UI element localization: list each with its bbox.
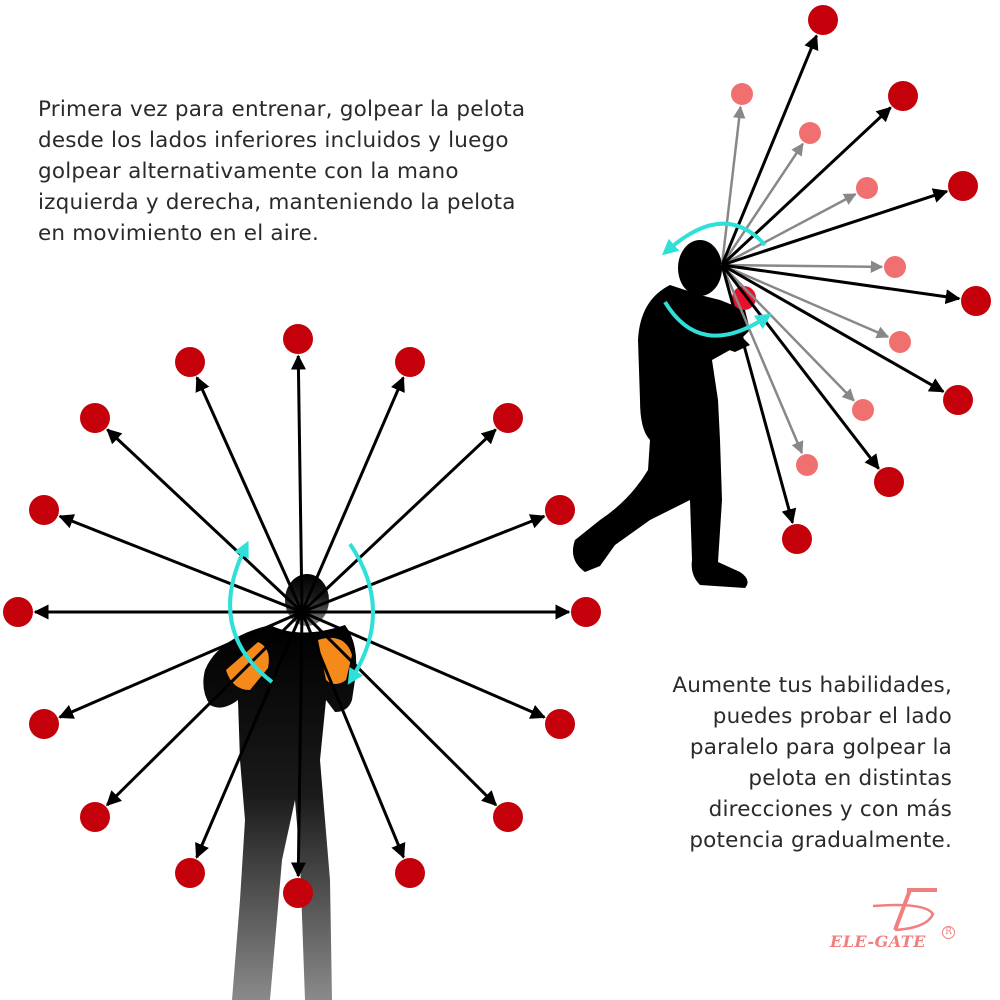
ball-target bbox=[874, 467, 904, 497]
rotation-arrow-icon bbox=[663, 300, 772, 338]
instruction-text-beginner: Primera vez para entrenar, golpear la pe… bbox=[38, 94, 525, 249]
text-line: direcciones y con más bbox=[708, 797, 952, 822]
ball-target bbox=[545, 495, 575, 525]
direction-arrow bbox=[721, 263, 890, 339]
rotation-arrow-icon bbox=[661, 221, 767, 256]
ball-target bbox=[493, 403, 523, 433]
direction-arrow bbox=[195, 611, 304, 859]
ball-target bbox=[395, 347, 425, 377]
direction-arrow bbox=[300, 376, 405, 613]
direction-arrow bbox=[290, 611, 306, 878]
ball-target bbox=[493, 802, 523, 832]
direction-arrow bbox=[720, 105, 746, 266]
direction-arrow bbox=[721, 260, 884, 273]
rotation-arrow-icon bbox=[347, 542, 375, 685]
brand-logo: ELE-GATE R bbox=[830, 880, 990, 970]
direction-arrow bbox=[720, 264, 880, 470]
direction-arrow bbox=[195, 376, 304, 613]
ball-target bbox=[175, 858, 205, 888]
registered-mark: R bbox=[942, 926, 955, 939]
direction-arrow bbox=[721, 264, 855, 402]
brand-name: ELE-GATE bbox=[830, 932, 926, 951]
front-view-diagram bbox=[3, 324, 601, 1000]
direction-arrow bbox=[721, 263, 961, 305]
direction-arrow bbox=[720, 264, 797, 525]
ball-target bbox=[961, 286, 991, 316]
balls bbox=[3, 324, 601, 908]
direction-arrow bbox=[721, 192, 857, 267]
text-line: Aumente tus habilidades, bbox=[672, 673, 952, 698]
text-line: potencia gradualmente. bbox=[689, 828, 952, 853]
rotation-arrow-icon bbox=[228, 540, 274, 684]
direction-arrow bbox=[720, 142, 804, 266]
dark-balls bbox=[782, 5, 991, 554]
ball-target bbox=[808, 5, 838, 35]
direction-arrow bbox=[301, 514, 546, 614]
instruction-text-advanced: Aumente tus habilidades, puedes probar e… bbox=[672, 670, 952, 856]
direction-arrow bbox=[300, 610, 498, 807]
direction-arrow bbox=[720, 106, 892, 267]
ball-target bbox=[80, 802, 110, 832]
ball-target bbox=[884, 256, 906, 278]
ball-target bbox=[3, 597, 33, 627]
direction-arrow bbox=[721, 188, 949, 267]
direction-arrow bbox=[58, 610, 303, 719]
text-line: izquierda y derecha, manteniendo la pelo… bbox=[38, 190, 516, 215]
ball-target bbox=[175, 347, 205, 377]
ball-target bbox=[889, 331, 911, 353]
text-line: paralelo para golpear la bbox=[689, 735, 952, 760]
text-line: golpear alternativamente con la mano bbox=[38, 159, 459, 184]
ball-target bbox=[799, 122, 821, 144]
ball-target bbox=[571, 597, 601, 627]
text-line: en movimiento en el aire. bbox=[38, 221, 319, 246]
side-view-diagram bbox=[572, 5, 991, 588]
ball-target bbox=[948, 171, 978, 201]
text-line: desde los lados inferiores incluidos y l… bbox=[38, 128, 509, 153]
boxer-side-silhouette bbox=[572, 240, 750, 588]
ball-target bbox=[856, 177, 878, 199]
logo-mark-icon bbox=[872, 888, 937, 932]
ball-target bbox=[796, 454, 818, 476]
text-line: pelota en distintas bbox=[748, 766, 952, 791]
ball-target bbox=[731, 83, 753, 105]
text-line: puedes probar el lado bbox=[712, 704, 952, 729]
ball-target bbox=[395, 858, 425, 888]
ball-target bbox=[943, 385, 973, 415]
direction-arrow bbox=[300, 428, 497, 614]
text-line: Primera vez para entrenar, golpear la pe… bbox=[38, 97, 526, 122]
light-balls bbox=[731, 83, 911, 476]
ball-target bbox=[545, 709, 575, 739]
ball-target bbox=[782, 524, 812, 554]
direction-arrow bbox=[300, 611, 406, 859]
ball-target bbox=[283, 878, 313, 908]
ball-target bbox=[29, 709, 59, 739]
direction-arrow bbox=[301, 610, 546, 719]
ball-target bbox=[29, 495, 59, 525]
direction-arrow bbox=[58, 514, 303, 614]
ball-target bbox=[283, 324, 313, 354]
ball-target bbox=[888, 81, 918, 111]
light-arrows bbox=[720, 105, 890, 455]
direction-arrow bbox=[290, 354, 306, 613]
direction-arrow bbox=[721, 263, 945, 393]
ball-target bbox=[852, 399, 874, 421]
radial-arrows bbox=[33, 354, 571, 878]
ball-target bbox=[80, 403, 110, 433]
direction-arrow bbox=[720, 264, 804, 455]
direction-arrow bbox=[106, 428, 304, 614]
direction-arrow bbox=[106, 610, 304, 807]
